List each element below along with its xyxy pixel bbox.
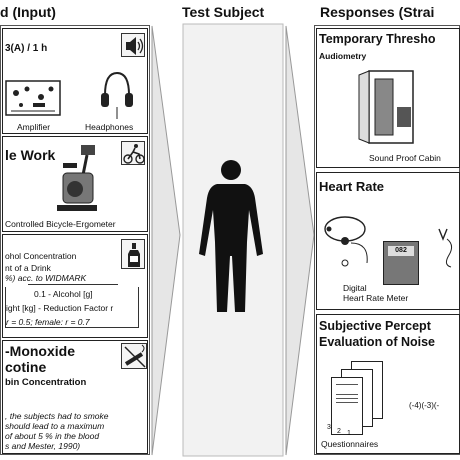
work-caption: Controlled Bicycle-Ergometer xyxy=(5,219,116,229)
response-arrow-shape xyxy=(285,25,315,456)
alcohol-formula-box: 0.1 - Alcohol [g] ight [kg] - Reduction … xyxy=(5,284,139,328)
tts-panel: Temporary Thresho Audiometry Sound Proof… xyxy=(316,28,460,168)
input-arrow-shape xyxy=(151,25,181,456)
heart-rate-meter-device: 082 xyxy=(383,241,419,285)
amplifier-image xyxy=(5,77,61,117)
amplifier-label: Amplifier xyxy=(17,122,51,132)
speaker-icon xyxy=(121,33,145,57)
work-panel: le Work Controlled Bicycle-Ergometer xyxy=(2,136,148,232)
headphones-label: Headphones xyxy=(85,122,134,132)
smoke-title2: cotine xyxy=(5,359,47,375)
human-silhouette-icon xyxy=(191,158,271,318)
headphones-image xyxy=(99,69,135,121)
smoke-subtitle: bin Concentration xyxy=(5,377,87,388)
alcohol-panel: ohol Concentration nt of a Drink %) acc.… xyxy=(2,234,148,338)
subjective-title1: Subjective Percept xyxy=(319,319,431,333)
tts-title: Temporary Thresho xyxy=(319,32,436,46)
noise-level: 3(A) / 1 h xyxy=(5,43,48,54)
questionnaire-stack: 3 2 1 xyxy=(327,361,383,437)
smoking-panel: -Monoxide cotine bin Concentration , the… xyxy=(2,340,148,454)
alcohol-line5: ight [kg] - Reduction Factor r xyxy=(6,303,114,313)
work-title: le Work xyxy=(5,147,56,163)
heart-sensor-image xyxy=(433,225,457,269)
bottle-icon xyxy=(121,239,145,269)
heart-caption1: Digital xyxy=(343,283,367,293)
header-input: d (Input) xyxy=(0,4,56,20)
ergometer-image xyxy=(51,143,101,215)
heart-rate-display: 082 xyxy=(388,246,414,256)
smoke-note2: should lead to a maximum xyxy=(5,421,105,431)
cyclist-icon xyxy=(121,141,145,165)
header-test-subject: Test Subject xyxy=(182,4,265,20)
subjective-caption: Questionnaires xyxy=(321,439,379,449)
noise-panel: 3(A) / 1 h Amplifier Headphones xyxy=(2,28,148,134)
questionnaire-page-1 xyxy=(331,377,363,435)
sound-cabin-image xyxy=(355,67,419,147)
tts-caption: Sound Proof Cabin xyxy=(369,153,441,163)
header-responses: Responses (Strai xyxy=(320,4,435,20)
page-number-1: 1 xyxy=(347,430,351,437)
alcohol-line2: nt of a Drink xyxy=(5,263,51,273)
smoke-title1: -Monoxide xyxy=(5,343,75,359)
smoke-note4: s and Mester, 1990) xyxy=(5,441,81,451)
alcohol-line6: r = 0.5; female: r = 0.7 xyxy=(6,317,90,327)
alcohol-line3: %) acc. to WIDMARK xyxy=(5,273,87,283)
alcohol-line1: ohol Concentration xyxy=(5,251,77,261)
page-number-3: 3 xyxy=(327,424,331,431)
cigarette-icon xyxy=(121,343,147,369)
subjective-title2: Evaluation of Noise xyxy=(319,335,435,349)
chest-strap-image xyxy=(321,203,381,273)
smoke-note3: of about 5 % in the blood xyxy=(5,431,100,441)
subjective-scale: (-4)(-3)(- xyxy=(409,401,440,410)
heart-title: Heart Rate xyxy=(319,179,385,194)
heart-caption2: Heart Rate Meter xyxy=(343,293,409,303)
tts-subtitle: Audiometry xyxy=(319,51,367,61)
subjective-panel: Subjective Percept Evaluation of Noise 3… xyxy=(316,314,460,454)
page-number-2: 2 xyxy=(337,428,341,435)
heart-panel: Heart Rate 082 Digital Heart Rate Meter xyxy=(316,172,460,310)
alcohol-line4: 0.1 - Alcohol [g] xyxy=(34,289,93,299)
smoke-note1: , the subjects had to smoke xyxy=(5,411,109,421)
